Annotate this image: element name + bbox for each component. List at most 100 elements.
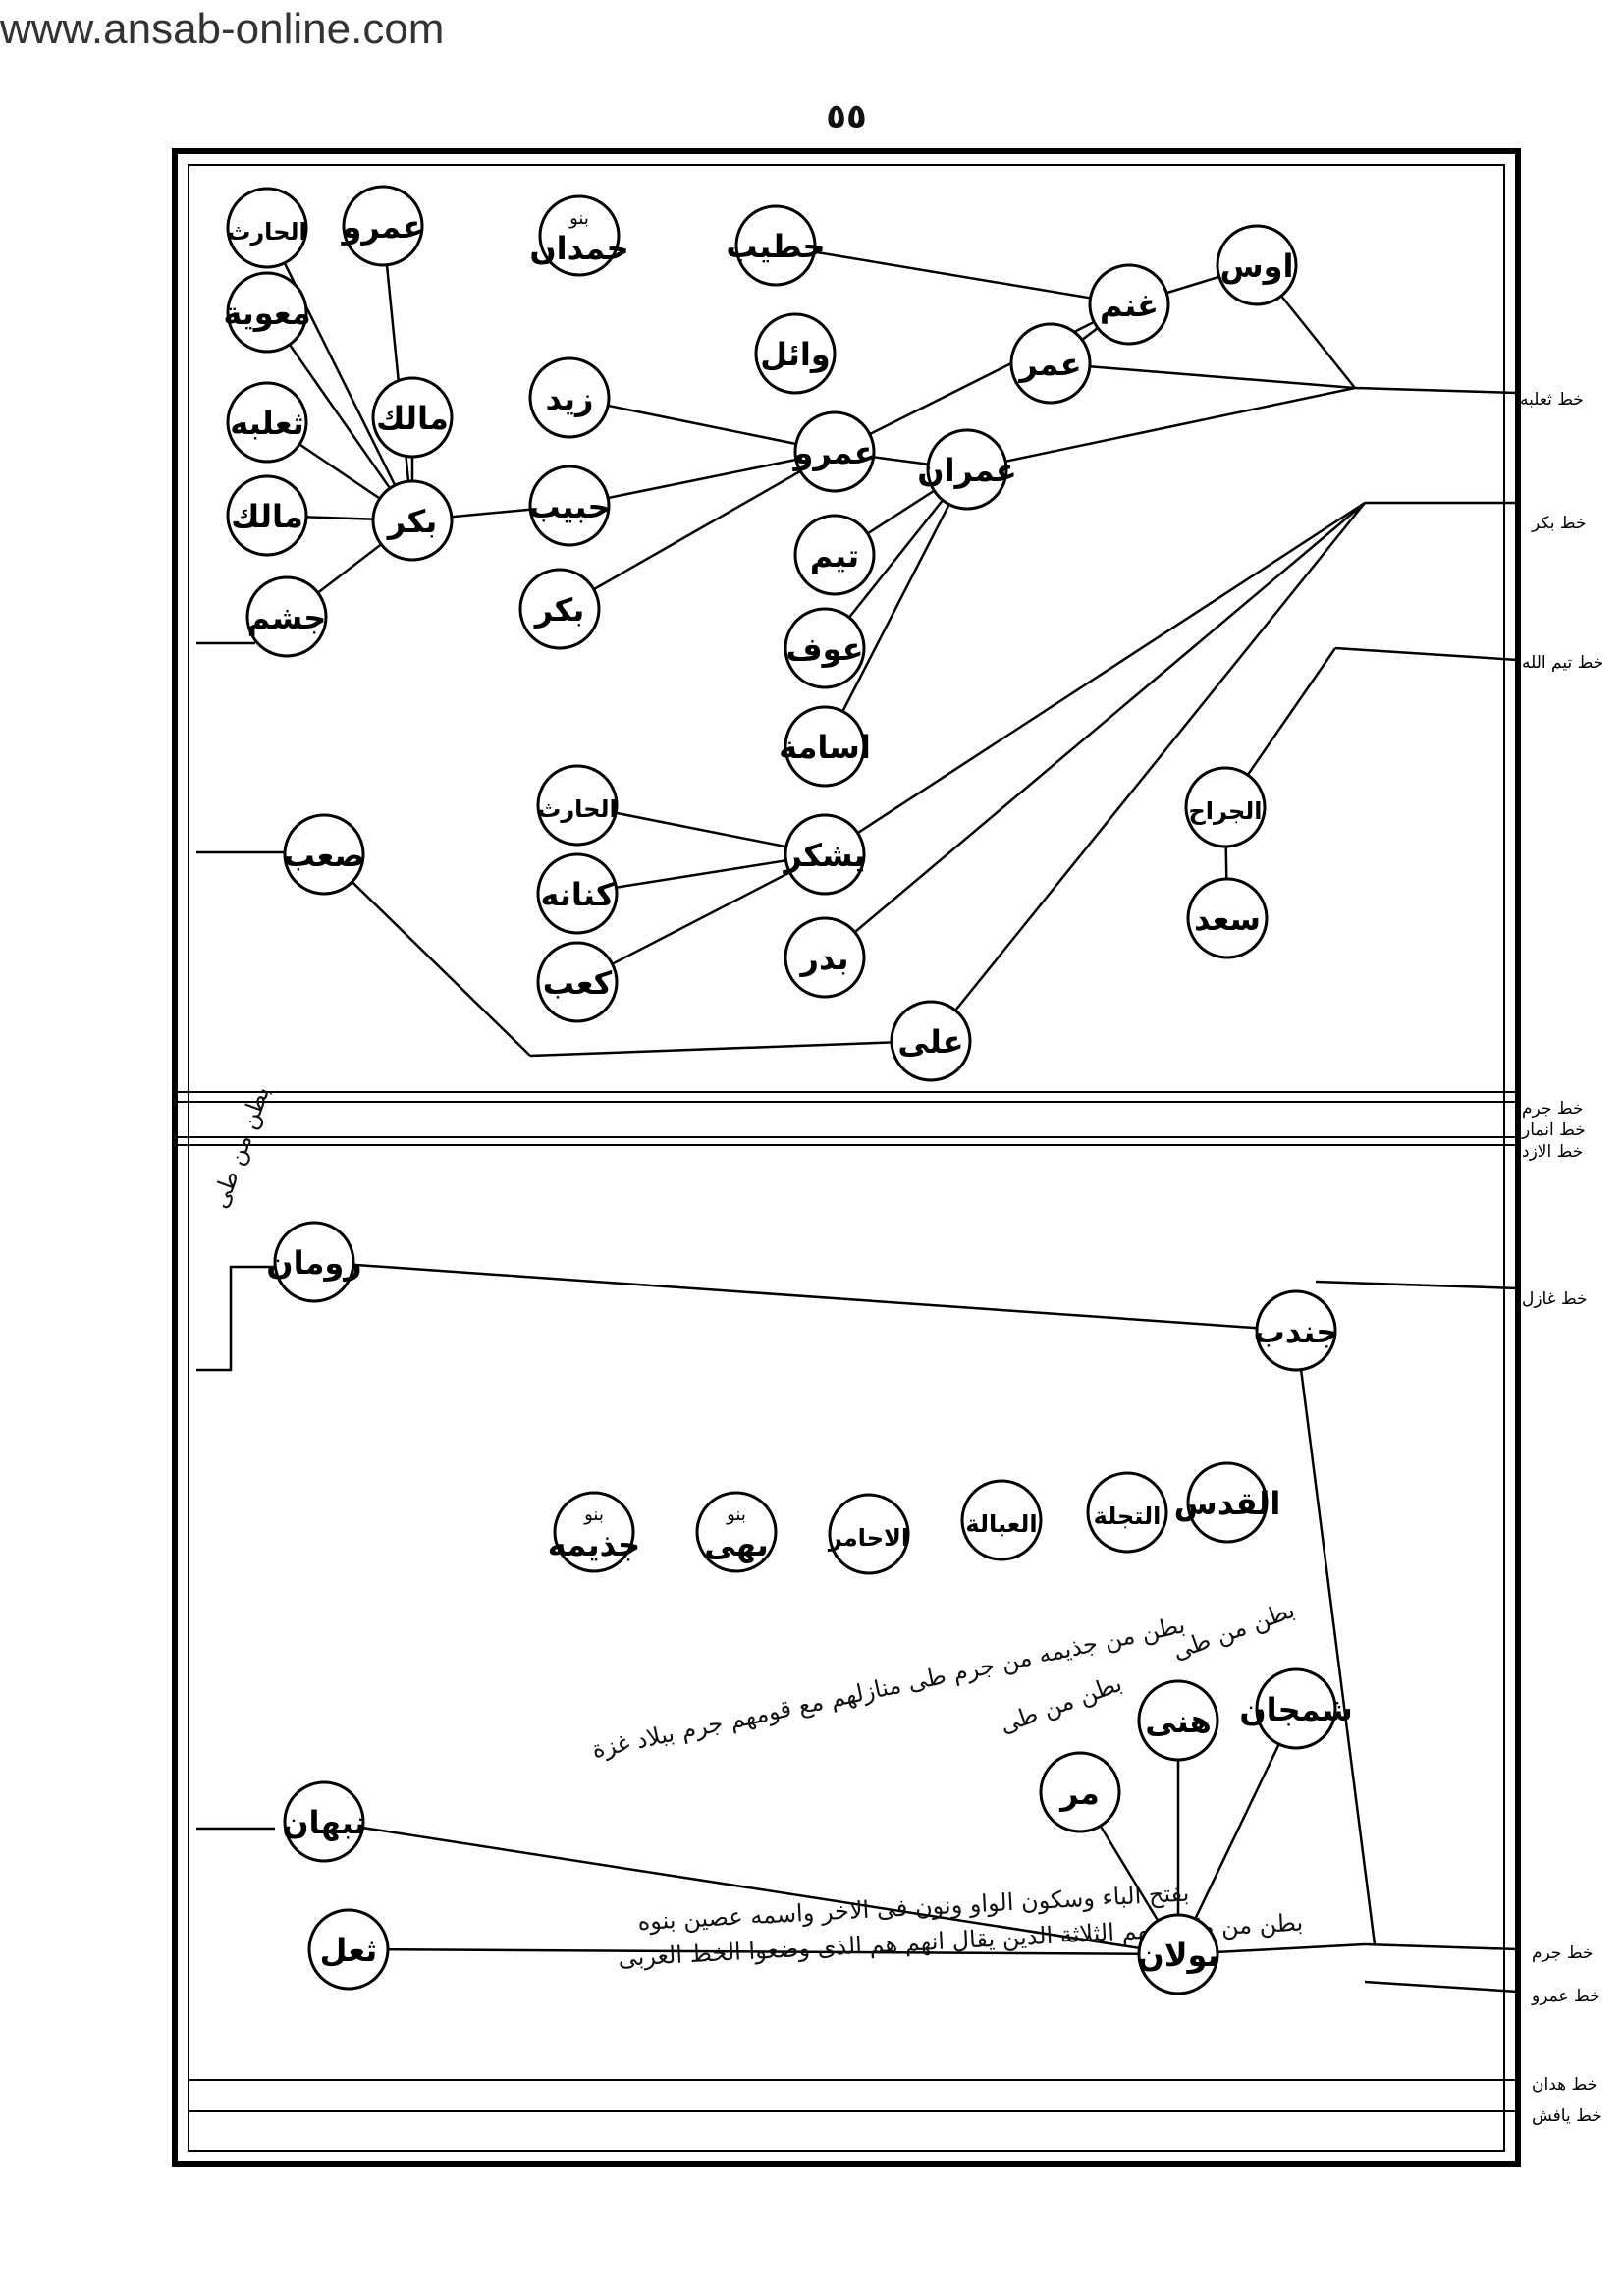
- node-awf: عوف: [784, 607, 866, 689]
- node-circle: [1088, 263, 1170, 346]
- node-circle: [283, 813, 365, 896]
- lane-leaders: [196, 386, 1519, 1994]
- node-badr: بدر: [784, 916, 866, 999]
- node-label: نبهان: [282, 1804, 366, 1841]
- node-hani: هنى: [1137, 1679, 1219, 1762]
- node-nabhan: نبهان: [282, 1780, 366, 1863]
- link-ali-base: [529, 1039, 932, 1058]
- node-label: تيم: [810, 537, 859, 574]
- node-prefix: بنو: [726, 1504, 746, 1525]
- link-ruman-jundub: [313, 1260, 1297, 1333]
- node-label: يشكر: [782, 837, 865, 874]
- node-circle: [926, 428, 1008, 511]
- node-amr1: عمر: [1009, 322, 1092, 405]
- node-tajlah: التجلة: [1086, 1471, 1168, 1554]
- node-circle: [307, 1908, 390, 1991]
- node-circle: [226, 381, 308, 464]
- node-circle: [1039, 1751, 1121, 1833]
- link-amr2-zayd: [568, 396, 836, 454]
- node-label: الجراح: [1189, 797, 1263, 825]
- lane-ghazal: خط غازل: [1522, 1289, 1588, 1309]
- node-prefix: بنو: [583, 1504, 604, 1525]
- node-circle: [1186, 1461, 1269, 1544]
- node-malik2: مالك: [226, 474, 308, 557]
- node-amr2: عمرو: [791, 410, 876, 493]
- node-label: جشم: [247, 599, 327, 636]
- node-circle: [695, 1491, 778, 1573]
- node-circle: [1255, 1667, 1337, 1750]
- node-circle: [536, 852, 619, 935]
- node-thual: ثعل: [307, 1908, 390, 1991]
- node-bakr1: بكر: [518, 568, 601, 650]
- node-circle: [518, 568, 601, 650]
- link-thual-bawlan: [348, 1947, 1179, 1956]
- node-label: معوية: [223, 295, 310, 332]
- node-label: مالك: [231, 498, 303, 535]
- watermark-text: www.ansab-online.com: [0, 5, 444, 53]
- node-label: رومان: [266, 1244, 361, 1282]
- node-circle: [245, 575, 328, 658]
- node-circle: [538, 194, 621, 277]
- node-label: حطيب: [726, 228, 825, 265]
- node-label: زيد: [546, 380, 594, 417]
- node-label: اسامة: [779, 729, 871, 766]
- lane-jarm: خط جرم: [1522, 1099, 1583, 1119]
- lane-hadan: خط هدان: [1532, 2075, 1597, 2095]
- node-circle: [283, 1780, 365, 1863]
- node-label: عمران: [917, 452, 1017, 489]
- node-label: هنى: [1145, 1703, 1212, 1740]
- node-label: ثعلبه: [230, 405, 304, 442]
- node-circle: [226, 187, 308, 269]
- node-circle: [784, 916, 866, 999]
- link-bakr2-amr3: [381, 225, 414, 521]
- node-circle: [784, 813, 866, 896]
- node-circle: [528, 356, 611, 439]
- link-ghanm-khatib: [775, 244, 1130, 306]
- node-harith2: الحارث: [536, 764, 619, 847]
- node-label: عمرو: [340, 208, 423, 246]
- node-malik1: مالك: [371, 376, 454, 459]
- node-label: كنانه: [540, 876, 615, 913]
- node-saab: صعب: [283, 813, 365, 896]
- node-circle: [553, 1491, 635, 1573]
- lane-link-ali: [930, 502, 1366, 1042]
- node-circle: [273, 1221, 355, 1303]
- node-ali: على: [890, 1000, 972, 1082]
- node-label: الحارث: [537, 795, 617, 823]
- node-label: غنم: [1100, 287, 1159, 324]
- node-bawlan: بولان: [1137, 1913, 1219, 1995]
- node-circle: [1137, 1913, 1219, 1995]
- node-ruman: رومان: [266, 1221, 362, 1303]
- node-khatib: حطيب: [726, 204, 826, 287]
- node-jusham: جشم: [245, 575, 328, 658]
- node-label: مالك: [376, 400, 449, 437]
- node-label: حبيب: [528, 488, 610, 525]
- node-label: عمر: [1017, 346, 1081, 383]
- link-amr2-habib: [568, 450, 836, 508]
- lane-yafish: خط يافش: [1532, 2106, 1602, 2126]
- node-label: العبالة: [965, 1510, 1037, 1538]
- node-circle: [371, 479, 454, 562]
- node-label: بهى: [704, 1526, 769, 1563]
- lane-anmar: خط انمار: [1521, 1121, 1586, 1140]
- page-number: ٥٥: [826, 97, 867, 137]
- link-yashkur-kinana: [576, 852, 826, 896]
- node-harith1: الحارث: [226, 187, 308, 269]
- note-hani: بطن من طى: [1168, 1596, 1298, 1666]
- node-label: حمدان: [529, 230, 628, 267]
- node-circle: [960, 1479, 1043, 1561]
- node-taym: تيم: [793, 514, 876, 596]
- node-label: بكر: [533, 591, 585, 629]
- node-label: سعد: [1194, 901, 1261, 938]
- node-circle: [528, 465, 611, 547]
- node-circle: [890, 1000, 972, 1082]
- node-shamjan: شمجان: [1239, 1667, 1353, 1750]
- node-circle: [371, 376, 454, 459]
- node-label: بكر: [386, 503, 438, 540]
- link-yashkur-harith2: [576, 803, 826, 856]
- node-label: جذيمه: [548, 1526, 640, 1563]
- node-circle: [828, 1493, 910, 1575]
- node-label: وائل: [760, 336, 830, 373]
- node-amran: عمران: [917, 428, 1017, 511]
